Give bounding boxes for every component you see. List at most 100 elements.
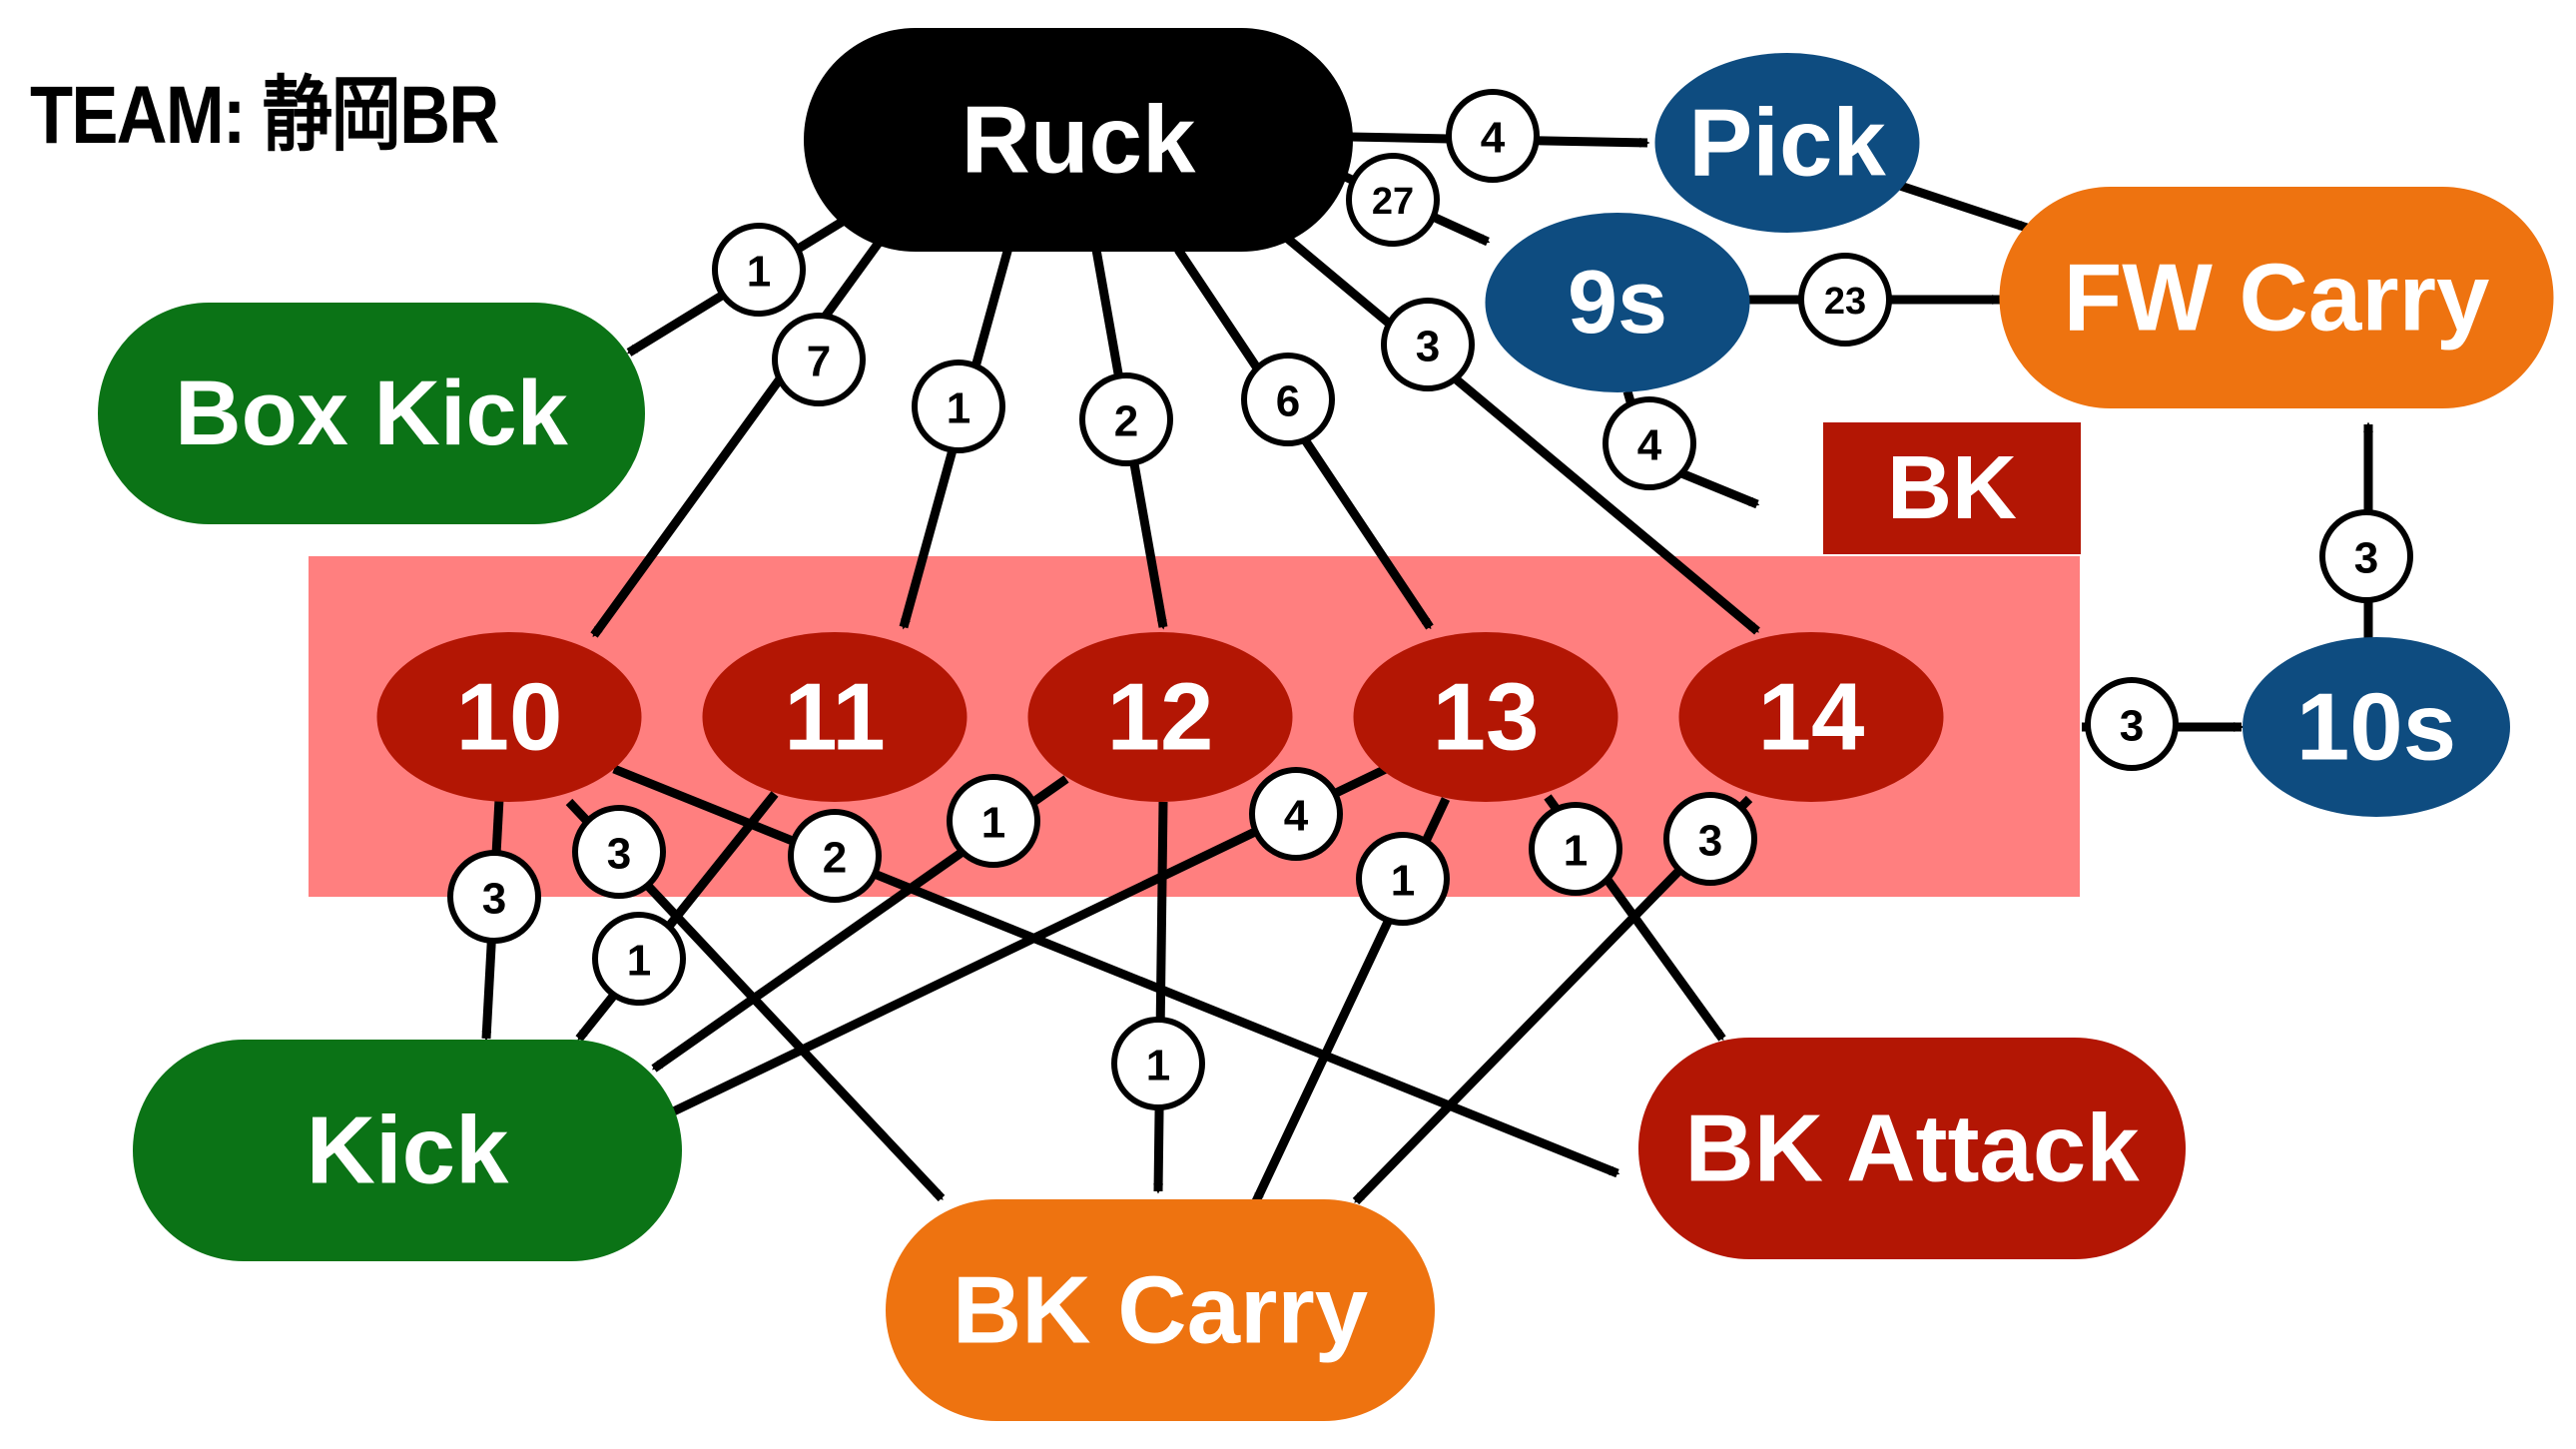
badge-count: 1	[747, 248, 771, 297]
team-title: TEAM: 静岡BR	[30, 70, 499, 161]
edge-n11-to-kick	[575, 791, 779, 1042]
node-pick: Pick	[1654, 53, 1920, 233]
badge-circle	[572, 805, 666, 899]
badge-count: 3	[2120, 702, 2144, 751]
badge-circle	[1381, 298, 1475, 391]
badge-circle	[772, 313, 866, 406]
badge-count: 1	[981, 799, 1005, 848]
node-shape	[804, 28, 1353, 252]
badge-count: 1	[1146, 1042, 1170, 1090]
badge-circle	[447, 850, 541, 944]
node-box-kick: Box Kick	[98, 303, 645, 524]
node-shape	[1485, 213, 1750, 392]
node-shape	[1678, 632, 1944, 802]
node-label: 10s	[2296, 674, 2456, 781]
badge-circle	[712, 223, 806, 317]
edge-count-badge: 2	[788, 809, 882, 903]
edge-n12-to-bk-carry	[1153, 801, 1168, 1194]
edge-count-badge: 6	[1241, 353, 1335, 446]
node-bk: BK	[1823, 422, 2081, 554]
edge-count-badge: 1	[1529, 802, 1622, 896]
edge-arrow	[1280, 231, 1760, 635]
badge-count: 3	[1698, 817, 1722, 866]
node-nine-s: 9s	[1485, 213, 1750, 392]
node-shape	[133, 1040, 682, 1261]
node-label: 13	[1433, 664, 1540, 771]
badge-circle	[1111, 1017, 1205, 1110]
node-bk-carry: BK Carry	[886, 1199, 1435, 1421]
node-label: 10	[456, 664, 563, 771]
node-shape	[1999, 187, 2554, 408]
node-label: Box Kick	[175, 362, 569, 464]
badge-count: 4	[1284, 792, 1309, 841]
node-shape	[98, 303, 645, 524]
node-shape	[1654, 53, 1920, 233]
node-shape	[1353, 632, 1618, 802]
badge-count: 23	[1824, 281, 1866, 323]
edge-count-badge: 1	[592, 912, 686, 1006]
edge-count-badge: 7	[772, 313, 866, 406]
edge-count-badge: 1	[1356, 832, 1450, 926]
node-label: FW Carry	[2064, 245, 2490, 352]
edge-arrow	[575, 791, 779, 1042]
badge-circle	[1079, 372, 1173, 466]
badge-count: 1	[627, 937, 651, 986]
node-label: 11	[784, 664, 885, 771]
edge-count-badge: 3	[572, 805, 666, 899]
edge-count-badge: 1	[1111, 1017, 1205, 1110]
badge-count: 4	[1637, 421, 1662, 470]
edge-count-badge: 3	[2085, 677, 2179, 771]
node-shape	[886, 1199, 1435, 1421]
node-kick: Kick	[133, 1040, 682, 1261]
edge-count-badge: 3	[2319, 509, 2413, 603]
edge-count-badge: 1	[712, 223, 806, 317]
edge-ruck-to-n14	[1280, 231, 1760, 635]
badge-count: 2	[823, 834, 847, 883]
node-shape	[1638, 1038, 2186, 1259]
badge-count: 7	[807, 338, 831, 386]
badge-count: 1	[1564, 827, 1588, 876]
node-label: Kick	[307, 1097, 509, 1204]
node-fw-carry: FW Carry	[1999, 187, 2554, 408]
edge-count-badge: 1	[947, 774, 1040, 868]
edge-arrow	[1898, 181, 2030, 233]
node-shape	[2243, 637, 2510, 817]
badge-circle	[2319, 509, 2413, 603]
node-label: BK Attack	[1684, 1095, 2140, 1202]
badge-circle	[2085, 677, 2179, 771]
node-n12: 12	[1027, 632, 1293, 802]
node-n10: 10	[376, 632, 642, 802]
badge-count: 27	[1372, 181, 1414, 223]
node-shape	[376, 632, 642, 802]
node-ruck: Ruck	[804, 28, 1353, 252]
edge-count-badge: 4	[1446, 89, 1540, 183]
edge-pick-to-fw-carry	[1898, 181, 2030, 233]
node-ten-s: 10s	[2243, 637, 2510, 817]
badge-circle	[1663, 792, 1757, 886]
node-shape	[702, 632, 967, 802]
node-label: Ruck	[962, 87, 1196, 194]
badge-count: 4	[1481, 114, 1506, 163]
node-n13: 13	[1353, 632, 1618, 802]
badge-count: 3	[2354, 534, 2378, 583]
edge-arrow	[590, 240, 883, 638]
edge-ruck-to-n10	[590, 240, 883, 638]
badge-count: 1	[947, 384, 970, 433]
badge-count: 1	[1391, 857, 1415, 906]
badge-count: 6	[1276, 377, 1300, 426]
badge-circle	[1446, 89, 1540, 183]
badge-circle	[947, 774, 1040, 868]
badge-count: 3	[482, 875, 506, 924]
edge-count-badge: 4	[1249, 767, 1343, 861]
edge-count-badge: 4	[1603, 396, 1696, 490]
node-shape	[1027, 632, 1293, 802]
badge-circle	[1798, 253, 1892, 347]
node-label: 12	[1107, 664, 1214, 771]
edge-count-badge: 2	[1079, 372, 1173, 466]
edge-count-badge: 3	[447, 850, 541, 944]
badge-circle	[592, 912, 686, 1006]
edge-count-badge: 3	[1381, 298, 1475, 391]
edge-count-badge: 1	[912, 360, 1005, 453]
badge-circle	[1346, 153, 1440, 247]
